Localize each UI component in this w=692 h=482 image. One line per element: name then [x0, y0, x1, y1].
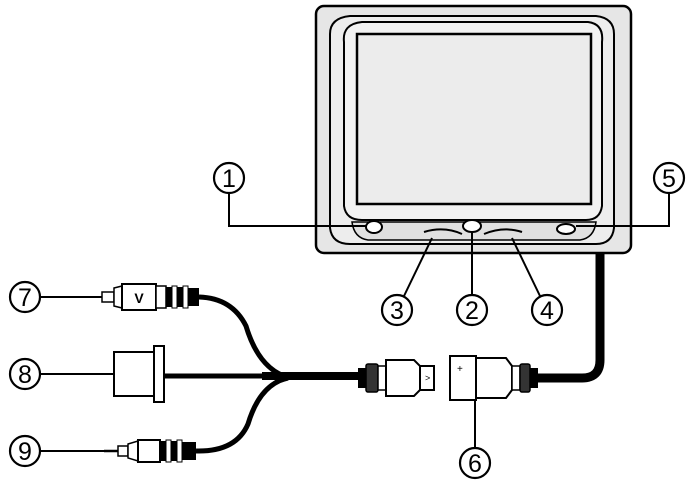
rca-connector-mark: V [134, 290, 144, 306]
callout-7-label: 7 [18, 284, 32, 312]
svg-text:>: > [425, 373, 430, 383]
leader-5 [576, 193, 670, 227]
callout-9-label: 9 [18, 438, 32, 466]
rca-connector-7: V [101, 283, 199, 311]
leader-3 [403, 237, 433, 297]
callout-2: 2 [455, 293, 489, 327]
callout-3: 3 [380, 293, 414, 327]
branch-cable-7 [198, 294, 285, 379]
callout-4: 4 [530, 293, 564, 327]
rocker-left [423, 228, 463, 235]
callout-5: 5 [652, 161, 686, 195]
callout-5-label: 5 [662, 165, 676, 193]
block-connector-8 [113, 345, 165, 403]
button-left [365, 220, 383, 234]
button-right [556, 223, 576, 235]
monitor [314, 4, 633, 255]
svg-text:+: + [457, 364, 463, 375]
callout-4-label: 4 [540, 297, 554, 325]
jack-connector-9 [104, 439, 196, 463]
monitor-cable [538, 254, 605, 383]
callout-6-label: 6 [468, 450, 482, 478]
callout-8: 8 [8, 357, 42, 391]
leader-1 [228, 193, 366, 227]
callout-8-label: 8 [18, 361, 32, 389]
callout-9: 9 [8, 434, 42, 468]
branch-cable-9 [195, 375, 289, 454]
rocker-right [483, 228, 523, 235]
button-center [462, 219, 482, 233]
callout-2-label: 2 [465, 297, 479, 325]
callout-1-label: 1 [222, 165, 236, 193]
screen [355, 32, 593, 206]
leader-4 [511, 237, 541, 297]
callout-3-label: 3 [390, 297, 404, 325]
callout-7: 7 [8, 280, 42, 314]
connector-6-female: + [449, 355, 538, 401]
callout-1: 1 [212, 161, 246, 195]
connector-male: > [358, 359, 435, 397]
callout-6: 6 [458, 446, 492, 480]
